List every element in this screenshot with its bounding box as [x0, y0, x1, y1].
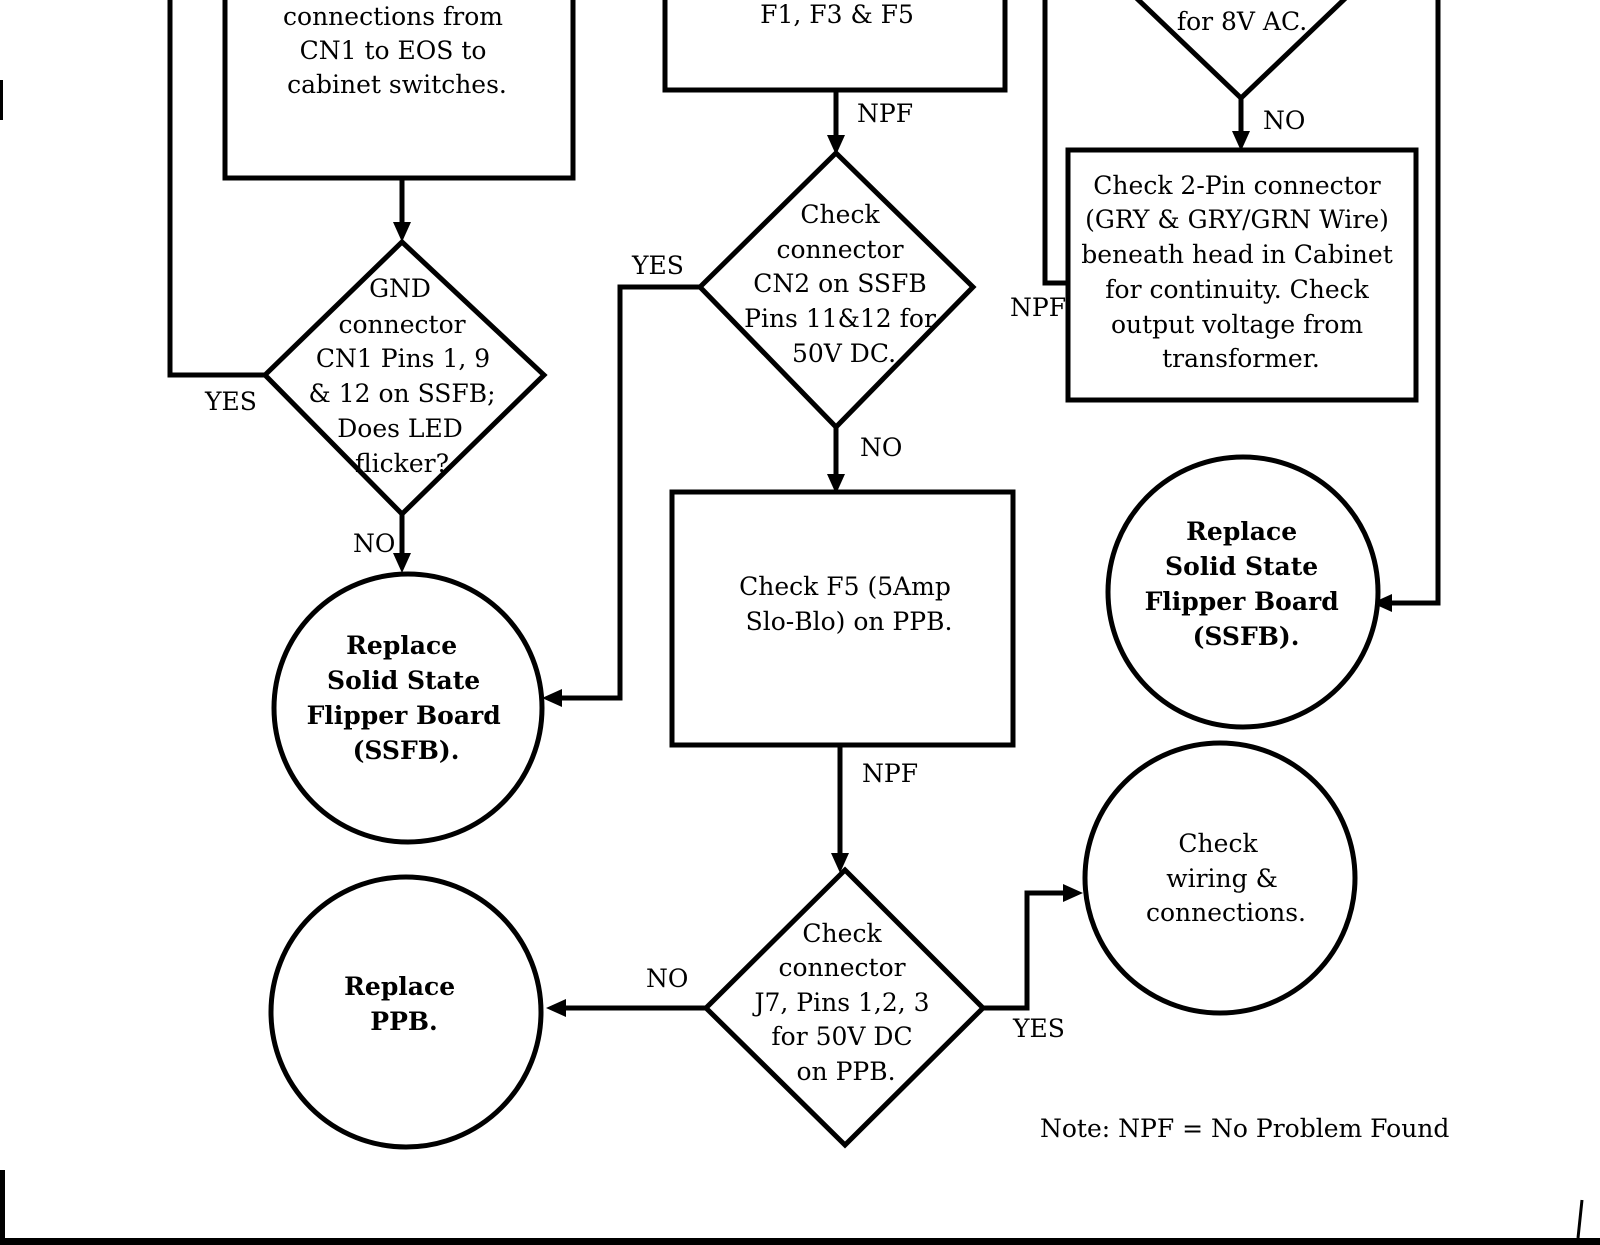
circle-ssfb-right	[1105, 454, 1381, 730]
box-2pin-text: Check 2-Pin connector (GRY & GRY/GRN Wir…	[1081, 171, 1400, 373]
connectors	[167, 0, 1441, 1011]
box-f5-text: Check F5 (5Amp Slo-Blo) on PPB.	[739, 572, 959, 636]
arrowhead-ssfb-right	[1372, 594, 1392, 612]
label-npf-fuses: NPF	[857, 99, 913, 128]
label-no-cn2: NO	[860, 433, 902, 462]
label-yes-cn2: YES	[631, 251, 684, 280]
arrowhead-cn2	[827, 135, 845, 155]
arrowhead-wiring	[1063, 884, 1083, 902]
label-no-8vac: NO	[1263, 106, 1305, 135]
circle-ppb	[268, 874, 544, 1150]
arrowheads	[393, 131, 1392, 1017]
diamond-j7-text: Check connector J7, Pins 1,2, 3 for 50V …	[751, 919, 937, 1086]
box-cn1-text: connections from CN1 to EOS to cabinet s…	[283, 2, 511, 99]
arrowhead-f5	[827, 474, 845, 494]
diamond-8vac	[1134, 0, 1348, 102]
arrowhead-2pin	[1232, 131, 1250, 151]
diamond-j7	[702, 866, 987, 1149]
arrowhead-ppb	[546, 999, 566, 1017]
box-f5	[669, 489, 1016, 748]
note-npf-legend: Note: NPF = No Problem Found	[1040, 1114, 1449, 1143]
circle-ssfb-left-text: Replace Solid State Flipper Board (SSFB)…	[307, 631, 510, 765]
label-no-gnd: NO	[353, 529, 395, 558]
arrowhead-ssfb-left-side	[542, 689, 562, 707]
connector-right-outer	[1385, 0, 1441, 606]
circle-wiring-text: Check wiring & connections.	[1146, 829, 1306, 927]
circle-wiring	[1082, 740, 1358, 1016]
connector-2pin-npf-loop	[1042, 0, 1068, 286]
diamond-gnd-text: GND connector CN1 Pins 1, 9 & 12 on SSFB…	[309, 274, 504, 478]
scan-artifacts	[0, 80, 1600, 1245]
arrowhead-gnd	[393, 222, 411, 242]
left-edge-mark-top	[0, 80, 3, 120]
label-npf-2pin: NPF	[1010, 293, 1066, 322]
box-cn1-connections	[222, 0, 576, 181]
left-edge-mark-bottom	[0, 1170, 5, 1238]
label-yes-gnd: YES	[204, 387, 257, 416]
circle-ppb-text: Replace PPB.	[344, 972, 464, 1036]
label-npf-f5: NPF	[862, 759, 918, 788]
box-fuses-text: F1, F3 & F5	[760, 0, 914, 29]
arrowhead-ssfb-left-top	[393, 553, 411, 573]
diamond-cn2	[696, 149, 977, 431]
diamond-8vac-text: for 8V AC.	[1177, 7, 1307, 36]
connector-cn2-yes	[556, 284, 700, 701]
bottom-border-bar	[0, 1238, 1600, 1245]
diamond-cn2-text: Check connector CN2 on SSFB Pins 11&12 f…	[744, 200, 944, 368]
right-edge-tick	[1576, 1199, 1584, 1239]
circle-ssfb-left	[271, 571, 545, 845]
arrowhead-j7	[831, 853, 849, 873]
connector-gnd-yes-loop	[167, 0, 265, 378]
diamond-gnd	[261, 238, 548, 518]
connector-j7-yes	[983, 890, 1070, 1011]
label-yes-j7: YES	[1012, 1014, 1065, 1043]
label-no-j7: NO	[646, 964, 688, 993]
circle-ssfb-right-text: Replace Solid State Flipper Board (SSFB)…	[1145, 517, 1348, 651]
box-fuses	[662, 0, 1008, 93]
box-2pin	[1065, 147, 1419, 403]
